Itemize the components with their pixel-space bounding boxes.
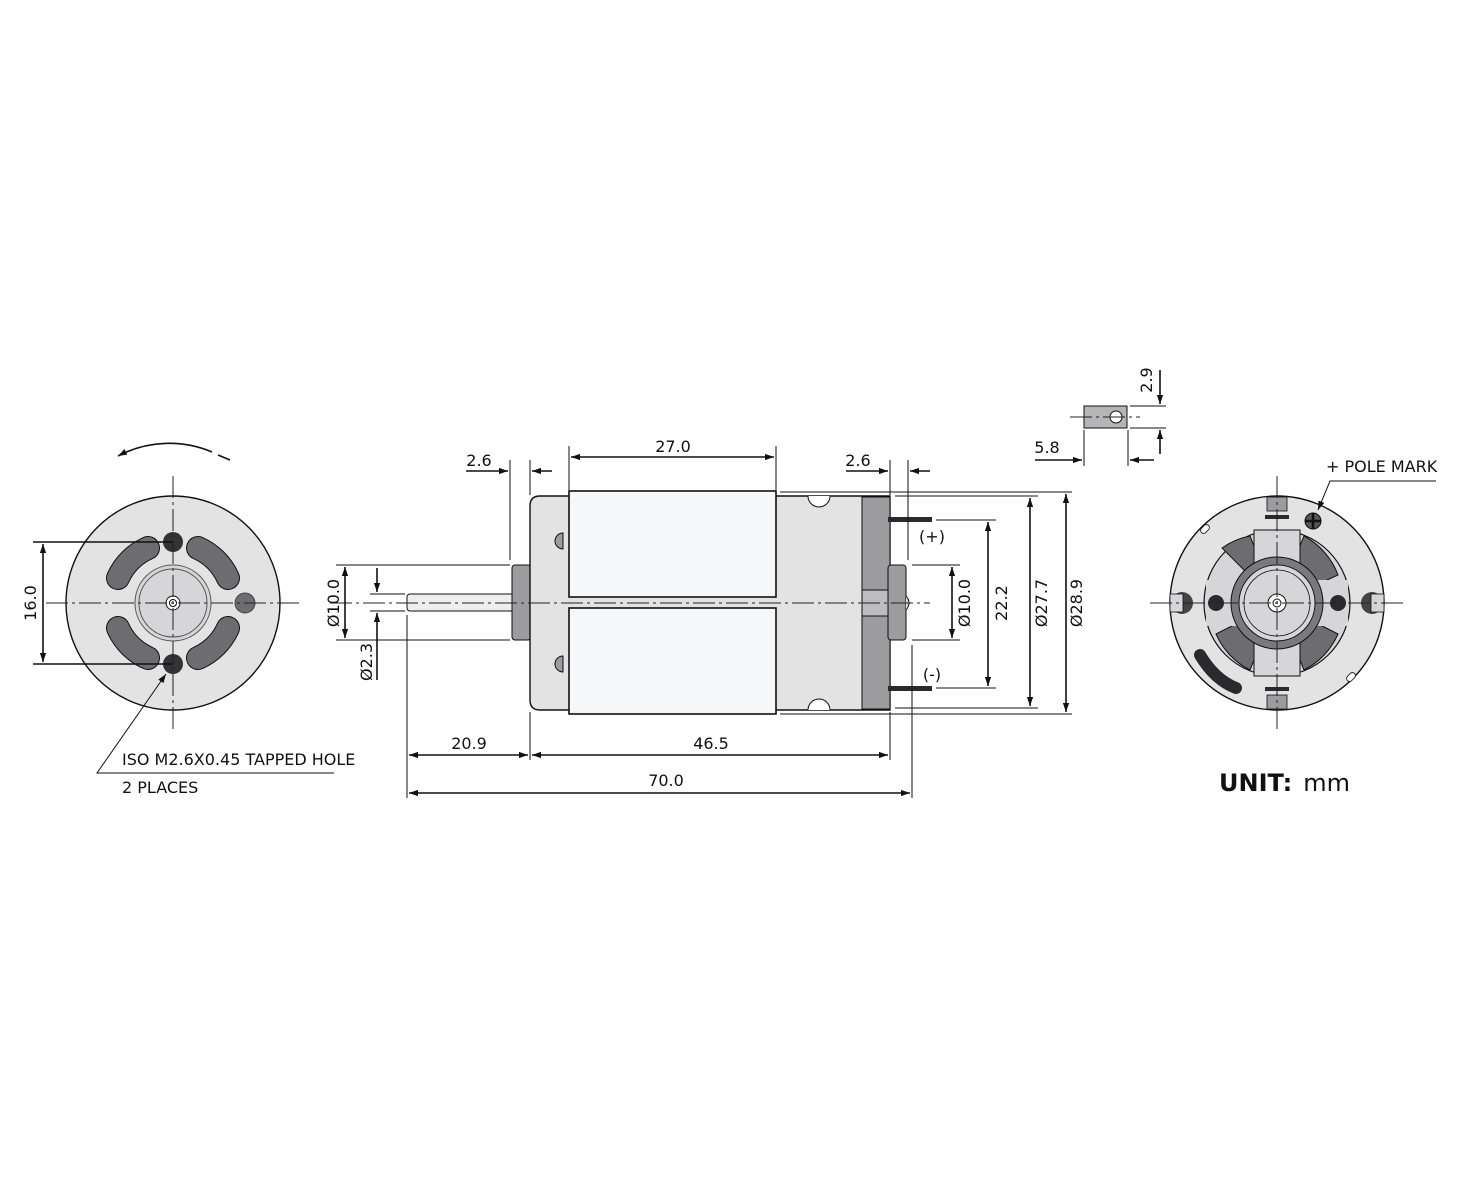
- tapped-hole-count: 2 PLACES: [122, 778, 198, 797]
- unit-label-key: UNIT:: [1219, 769, 1292, 797]
- terminal-detail: 5.8 2.9: [1034, 367, 1166, 466]
- terminal-plus-label: (+): [919, 527, 945, 546]
- dim-shaft-length: 20.9: [451, 734, 487, 753]
- dim-terminal-width: 5.8: [1034, 438, 1059, 457]
- dim-shaft-dia: Ø2.3: [357, 643, 376, 681]
- dim-body-length: 46.5: [693, 734, 729, 753]
- magnet-bottom: [568, 607, 777, 715]
- dim-body-dia: Ø27.7: [1032, 579, 1051, 627]
- dim-rear-boss-length: 2.6: [845, 451, 870, 470]
- unit-label: UNIT: mm: [1219, 769, 1350, 797]
- dim-terminal-spacing: 22.2: [992, 585, 1011, 621]
- pole-mark-icon: [1304, 512, 1322, 530]
- dim-rear-boss-dia: Ø10.0: [955, 579, 974, 627]
- front-view: 16.0 ISO M2.6X0.45 TAPPED HOLE 2 PLACES: [21, 442, 355, 797]
- dim-front-boss-length: 2.6: [466, 451, 491, 470]
- terminal-plus: [888, 517, 932, 522]
- magnet-top: [568, 490, 777, 598]
- leader-line: [96, 673, 334, 774]
- rear-view: + POLE MARK: [1150, 457, 1438, 730]
- dim-magnet-length: 27.0: [655, 437, 691, 456]
- terminal-minus-label: (-): [923, 665, 941, 684]
- dim-terminal-thickness: 2.9: [1137, 367, 1156, 392]
- side-view: (+) (-) 2.6 27.0 2.6 Ø10.0 Ø2.3 Ø10.0: [324, 437, 1086, 798]
- dim-overall-length: 70.0: [648, 771, 684, 790]
- unit-label-value: mm: [1303, 769, 1350, 797]
- dim-mount-spacing: 16.0: [21, 585, 40, 621]
- dim-max-dia: Ø28.9: [1067, 579, 1086, 627]
- pole-mark-label: + POLE MARK: [1326, 457, 1438, 476]
- vent-slots: [106, 536, 240, 670]
- tapped-hole-note: ISO M2.6X0.45 TAPPED HOLE: [122, 750, 355, 769]
- rotation-arrow-icon: [117, 442, 213, 457]
- dim-front-boss-dia: Ø10.0: [324, 579, 343, 627]
- terminal-minus: [888, 686, 932, 691]
